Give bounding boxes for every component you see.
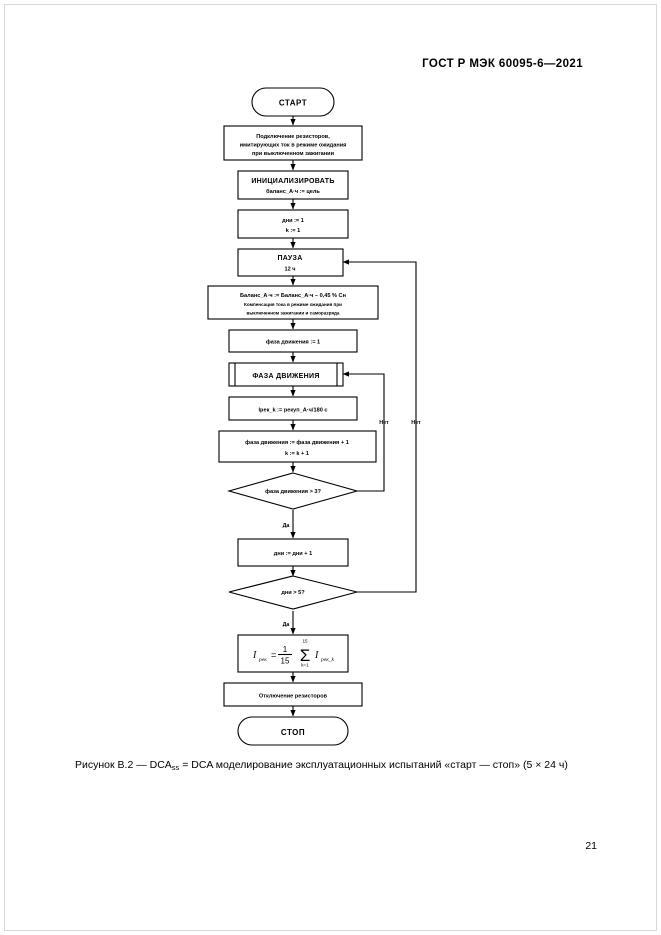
node-disconnect-resistors: Отключение резисторов bbox=[223, 682, 363, 707]
node-start-label: СТАРТ bbox=[279, 99, 307, 108]
caption-rest: = DCA моделирование эксплуатационных исп… bbox=[179, 759, 568, 771]
caption-prefix: Рисунок В.2 — DCA bbox=[75, 759, 172, 771]
node-connect-resistors: Подключение резисторов, имитирующих ток … bbox=[223, 125, 363, 161]
node-phase-check: фаза движения > 3? bbox=[226, 472, 360, 510]
node-irec-calc-label: Iрек_k := рекуп_А·ч/180 с bbox=[259, 408, 328, 414]
node-drive-phase: ФАЗА ДВИЖЕНИЯ bbox=[228, 362, 344, 387]
edge-label-phase-no: Нет bbox=[379, 420, 389, 426]
node-initialize-title: ИНИЦИАЛИЗИРОВАТЬ bbox=[251, 178, 334, 185]
node-increment-phase-line2: k := k + 1 bbox=[285, 451, 309, 457]
node-stop-label: СТОП bbox=[281, 728, 305, 737]
node-pause: ПАУЗА 12 ч bbox=[237, 248, 344, 277]
node-days-check-label: дни > 5? bbox=[281, 590, 305, 596]
node-balance-update-line1: Баланс_А·ч := Баланс_А·ч – 0,45 % Cн bbox=[240, 293, 346, 299]
node-increment-days-label: дни := дни + 1 bbox=[274, 551, 312, 557]
node-start: СТАРТ bbox=[251, 87, 335, 117]
node-init-counters-days: дни := 1 bbox=[282, 218, 304, 224]
formula-equals: = bbox=[271, 650, 276, 660]
node-balance-update-line2: Компенсация тока в режиме ожидания при bbox=[244, 302, 342, 307]
node-disconnect-resistors-label: Отключение резисторов bbox=[259, 694, 328, 700]
edge-label-days-yes: Да bbox=[283, 622, 291, 628]
node-stop: СТОП bbox=[237, 716, 349, 746]
node-days-check: дни > 5? bbox=[228, 575, 358, 610]
node-balance-update-line3: выключенном зажигании и саморазряда bbox=[247, 311, 340, 316]
node-connect-resistors-line3: при выключенном зажигании bbox=[252, 151, 335, 157]
page-number: 21 bbox=[585, 840, 597, 852]
node-phase-check-label: фаза движения > 3? bbox=[265, 488, 321, 495]
flowchart-svg: СТАРТ Подключение резисторов, имитирующи… bbox=[207, 87, 422, 746]
node-irec-calc: Iрек_k := рекуп_А·ч/180 с bbox=[228, 396, 358, 421]
edge-label-days-no: Нет bbox=[411, 420, 421, 426]
flow-connectors bbox=[290, 116, 417, 717]
caption-subscript: ss bbox=[171, 763, 180, 772]
node-phase-init: фаза движения := 1 bbox=[228, 329, 358, 353]
node-phase-init-label: фаза движения := 1 bbox=[266, 339, 320, 346]
node-average-formula: I рек = 1 15 15 Σ k=1 I рек_k bbox=[237, 634, 349, 673]
node-increment-phase-line1: фаза движения := фаза движения + 1 bbox=[245, 439, 349, 446]
formula-sigma: Σ bbox=[300, 646, 311, 665]
formula-lhs-subscript: рек bbox=[258, 657, 267, 663]
node-pause-duration: 12 ч bbox=[284, 267, 295, 273]
formula-term-subscript: рек_k bbox=[320, 657, 335, 663]
formula-term: I bbox=[314, 650, 319, 661]
node-initialize-assignment: баланс_А·ч := цель bbox=[266, 188, 320, 195]
formula-numerator: 1 bbox=[283, 645, 288, 654]
standard-header: ГОСТ Р МЭК 60095-6—2021 bbox=[422, 58, 583, 70]
node-pause-title: ПАУЗА bbox=[277, 255, 302, 262]
formula-denominator: 15 bbox=[281, 657, 290, 666]
formula-sigma-upper: 15 bbox=[302, 639, 308, 644]
edge-label-phase-yes: Да bbox=[283, 523, 291, 529]
node-increment-phase: фаза движения := фаза движения + 1 k := … bbox=[218, 430, 377, 463]
figure-flowchart: СТАРТ Подключение резисторов, имитирующи… bbox=[0, 80, 661, 755]
node-connect-resistors-line2: имитирующих ток в режиме ожидания bbox=[240, 143, 347, 149]
flow-edge-labels: Нет Нет Да Да bbox=[283, 420, 422, 628]
formula-sigma-lower: k=1 bbox=[301, 663, 309, 668]
node-init-counters: дни := 1 k := 1 bbox=[237, 209, 349, 239]
formula-lhs: I bbox=[252, 650, 257, 661]
node-balance-update: Баланс_А·ч := Баланс_А·ч – 0,45 % Cн Ком… bbox=[207, 285, 379, 320]
node-drive-phase-label: ФАЗА ДВИЖЕНИЯ bbox=[252, 373, 319, 380]
node-increment-days: дни := дни + 1 bbox=[237, 538, 349, 567]
figure-caption: Рисунок В.2 — DCAss = DCA моделирование … bbox=[75, 758, 595, 772]
node-init-counters-k: k := 1 bbox=[286, 228, 300, 234]
node-initialize: ИНИЦИАЛИЗИРОВАТЬ баланс_А·ч := цель bbox=[237, 170, 349, 200]
node-connect-resistors-line1: Подключение резисторов, bbox=[256, 134, 330, 140]
